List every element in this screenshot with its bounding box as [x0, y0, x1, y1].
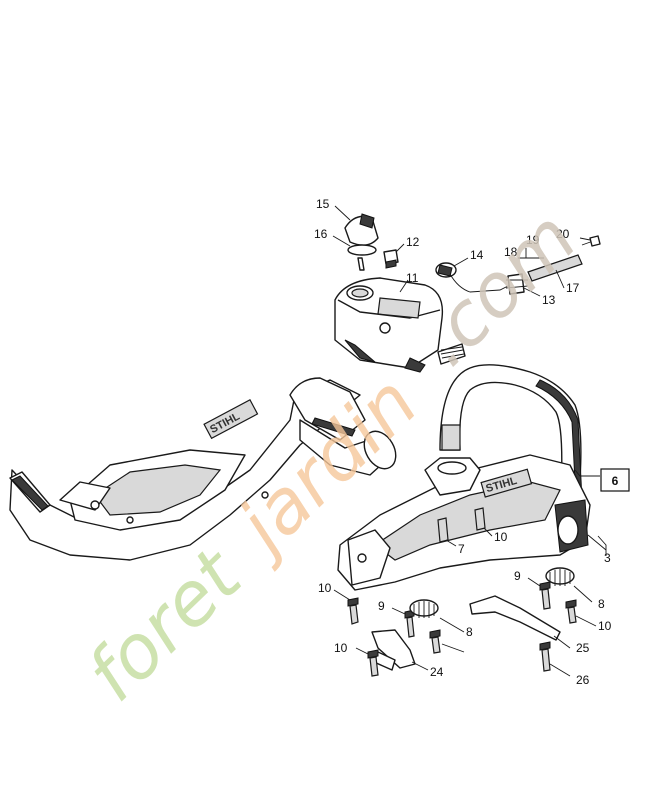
callout-10-d: 10	[334, 641, 348, 655]
callout-25: 25	[576, 641, 590, 655]
fuel-hose-assembly	[435, 262, 529, 295]
callout-19: 19	[526, 233, 540, 247]
callout-10-c: 10	[598, 619, 612, 633]
callout-17: 17	[566, 281, 580, 295]
callout-20: 20	[556, 227, 570, 241]
callout-15: 15	[316, 197, 330, 211]
callout-18: 18	[504, 245, 518, 259]
callout-16: 16	[314, 227, 328, 241]
lower-hardware	[347, 567, 577, 677]
fuel-tank	[334, 277, 466, 373]
callout-8-b: 8	[598, 597, 605, 611]
callout-9-a: 9	[378, 599, 385, 613]
tank-vent	[383, 249, 399, 269]
highlighted-part-number: 6	[612, 474, 619, 488]
callout-7: 7	[458, 542, 465, 556]
highlighted-part-box: 6	[600, 468, 630, 492]
callout-11: 11	[406, 271, 419, 285]
fuel-cap	[344, 213, 379, 246]
callout-13: 13	[542, 293, 556, 307]
front-frame: STIHL	[337, 454, 591, 591]
o-ring	[347, 244, 377, 256]
callout-10-a: 10	[494, 530, 508, 544]
fuel-filter-rod	[527, 235, 601, 282]
callout-26: 26	[576, 673, 590, 687]
leader-lines	[332, 205, 607, 677]
callout-9-b: 9	[514, 569, 521, 583]
watermark-foret: foret	[71, 532, 260, 718]
callout-14: 14	[470, 248, 484, 262]
callout-8-a: 8	[466, 625, 473, 639]
callout-3: 3	[604, 551, 611, 565]
frame-screws	[437, 507, 486, 543]
retainer-pin	[357, 257, 365, 271]
callout-12: 12	[406, 235, 420, 249]
callout-10-b: 10	[318, 581, 332, 595]
rear-handle-frame: STIHL	[9, 377, 397, 561]
watermark: foret jardin .com	[71, 195, 593, 718]
callout-24: 24	[430, 665, 444, 679]
callout-labels: 15 16 12 14 11 20 19 18 17 13 3 7 10 9 8…	[314, 197, 612, 687]
